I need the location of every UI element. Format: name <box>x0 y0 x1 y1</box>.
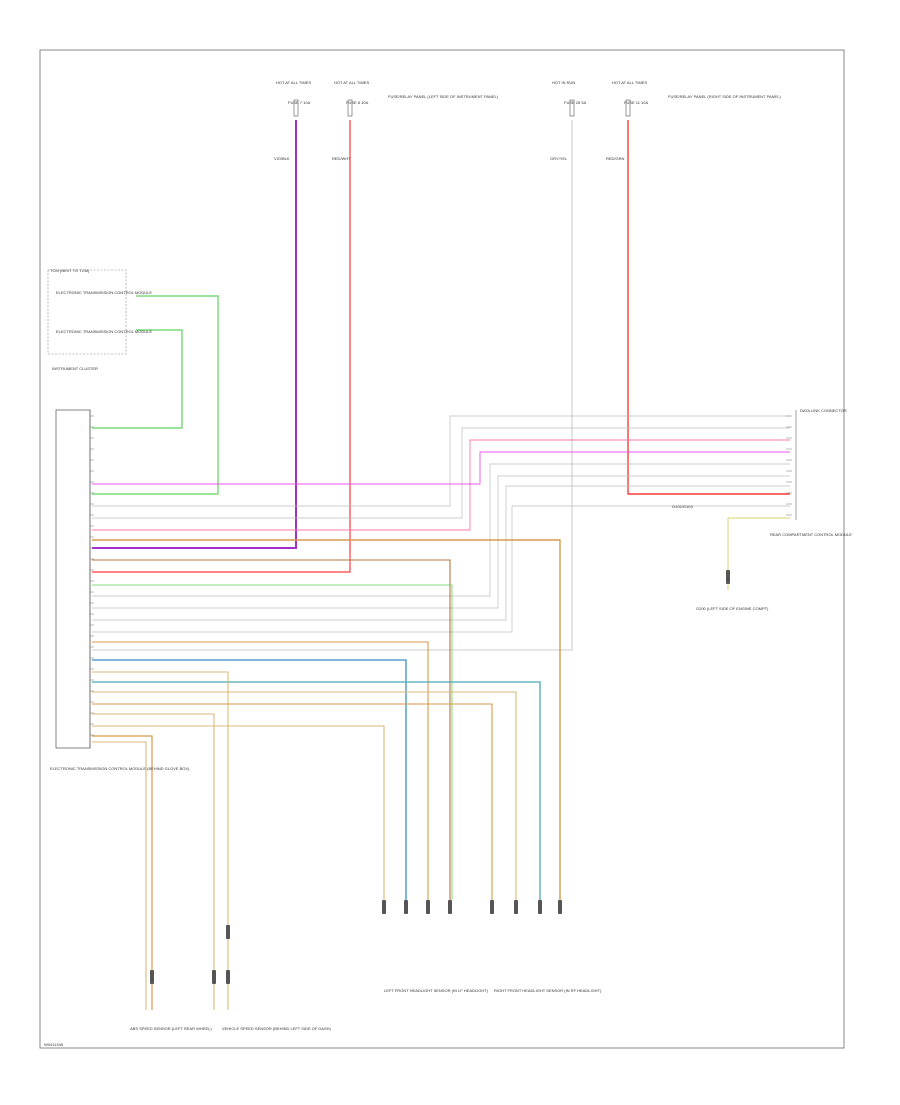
wire-violet-fuse7 <box>92 120 297 549</box>
wire-pink-dlc3 <box>92 439 790 531</box>
fuse-1-hot: HOT AT ALL TIMES <box>276 80 311 85</box>
side-code: G102/G103 <box>672 504 693 509</box>
left-sensor-connector-4 <box>448 900 452 914</box>
fuse-2-name: FUSE 8 10A <box>346 100 369 105</box>
wire-tan-5 <box>92 725 385 900</box>
wire-tan-vss1 <box>92 671 229 1010</box>
wire-gray-dlc8 <box>92 505 790 633</box>
left-sensor-connector-2 <box>404 900 408 914</box>
abs-connector <box>150 970 154 984</box>
vss-connector-3 <box>226 925 230 939</box>
wire-teal-2 <box>92 681 541 900</box>
right-sensor-connector-2 <box>514 900 518 914</box>
left-sensor-connector-1 <box>382 900 386 914</box>
wire-magenta-dlc4 <box>92 451 790 485</box>
tcm-item-2: ELECTRONIC TRANSMISSION CONTROL MODULE <box>56 329 152 334</box>
vss-connector-2 <box>226 970 230 984</box>
pin-labels-group <box>90 415 792 736</box>
wire-blue-1 <box>92 659 407 900</box>
wire-gray-dlc7 <box>92 485 790 621</box>
wire-orange-4 <box>92 703 493 900</box>
wire-gray-dlc2 <box>92 427 790 519</box>
wire-orange-3 <box>92 641 429 900</box>
fuse-symbols-group <box>293 99 631 117</box>
right-sensor-connector-4 <box>558 900 562 914</box>
fuse-1-wire: VIO/BLK <box>274 156 290 161</box>
left-sensor-connector-3 <box>426 900 430 914</box>
fuse-symbol-1 <box>293 99 299 117</box>
vss-label: VEHICLE SPEED SENSOR (BEHIND LEFT SIDE O… <box>222 1026 332 1031</box>
fuse-panel-right-label: FUSE/RELAY PANEL (RIGHT SIDE OF INSTRUME… <box>668 94 781 99</box>
wire-orange-abs1 <box>92 735 153 1010</box>
fuse-labels-group: HOT AT ALL TIMES FUSE 7 10A VIO/BLK HOT … <box>274 80 648 161</box>
connectors-group <box>150 570 730 984</box>
ground-label: G200 (LEFT SIDE OF ENGINE COMPT) <box>696 606 769 611</box>
wire-green-tcm2 <box>92 329 183 429</box>
dlc-label: DATA LINK CONNECTOR <box>800 408 847 413</box>
cluster-label: INSTRUMENT CLUSTER <box>52 366 98 371</box>
tcm-box <box>47 269 127 355</box>
right-sensor-connector-3 <box>538 900 542 914</box>
fuse-2-hot: HOT AT ALL TIMES <box>334 80 369 85</box>
wire-gray-dlc6 <box>92 475 790 609</box>
left-sensor-label: LEFT FRONT HEADLIGHT SENSOR (IN LF HEADL… <box>384 988 489 993</box>
ecm-module-box <box>55 409 91 749</box>
labels-group: TCM (NEXT TO TCM) ELECTRONIC TRANSMISSIO… <box>44 94 852 1047</box>
wire-gray-fuse28 <box>92 120 573 651</box>
wire-tan-vss2 <box>92 713 215 1010</box>
fuse-4-wire: RED/GRN <box>606 156 625 161</box>
wire-tan-3 <box>92 691 517 900</box>
fuse-symbol-4 <box>625 99 631 117</box>
wire-red-fuse8 <box>92 120 351 573</box>
fuse-4-hot: HOT AT ALL TIMES <box>612 80 647 85</box>
wire-green-4 <box>92 584 453 900</box>
fuse-3-wire: GRY/YEL <box>550 156 568 161</box>
wire-gray-dlc5 <box>92 463 790 597</box>
wire-gray-dlc1 <box>92 415 790 507</box>
tcm-item-1: ELECTRONIC TRANSMISSION CONTROL MODULE <box>56 290 152 295</box>
abs-label: ABS SPEED SENSOR (LEFT REAR WHEEL) <box>130 1026 212 1031</box>
fuse-1-name: FUSE 7 10A <box>288 100 311 105</box>
rear-module-label: REAR COMPARTMENT CONTROL MODULE <box>770 532 852 537</box>
wires-group <box>92 120 790 1010</box>
wire-red-fuse11 <box>627 120 790 495</box>
fuse-symbol-2 <box>347 99 353 117</box>
footer-code: W0411345 <box>44 1042 64 1047</box>
fuse-symbol-3 <box>569 99 575 117</box>
wire-tan-abs2 <box>92 741 147 1010</box>
fuse-3-hot: HOT IN RUN <box>552 80 575 85</box>
fuse-2-wire: RED/WHT <box>332 156 351 161</box>
fuse-panel-left-label: FUSE/RELAY PANEL (LEFT SIDE OF INSTRUMEN… <box>388 94 499 99</box>
ecm-label: ELECTRONIC TRANSMISSION CONTROL MODULE (… <box>50 766 190 771</box>
fuse-4-name: FUSE 11 10A <box>624 100 648 105</box>
ground-connector <box>726 570 730 584</box>
wire-orange-1 <box>92 539 561 900</box>
wire-green-tcm1 <box>92 295 219 495</box>
fuse-3-name: FUSE 28 5A <box>564 100 587 105</box>
vss-connector-1 <box>212 970 216 984</box>
diagram-frame <box>39 49 845 1049</box>
wire-brown-2 <box>92 559 451 900</box>
tcm-title: TCM (NEXT TO TCM) <box>50 268 90 273</box>
right-sensor-connector-1 <box>490 900 494 914</box>
right-sensor-label: RIGHT FRONT HEADLIGHT SENSOR (IN RF HEAD… <box>494 988 602 993</box>
